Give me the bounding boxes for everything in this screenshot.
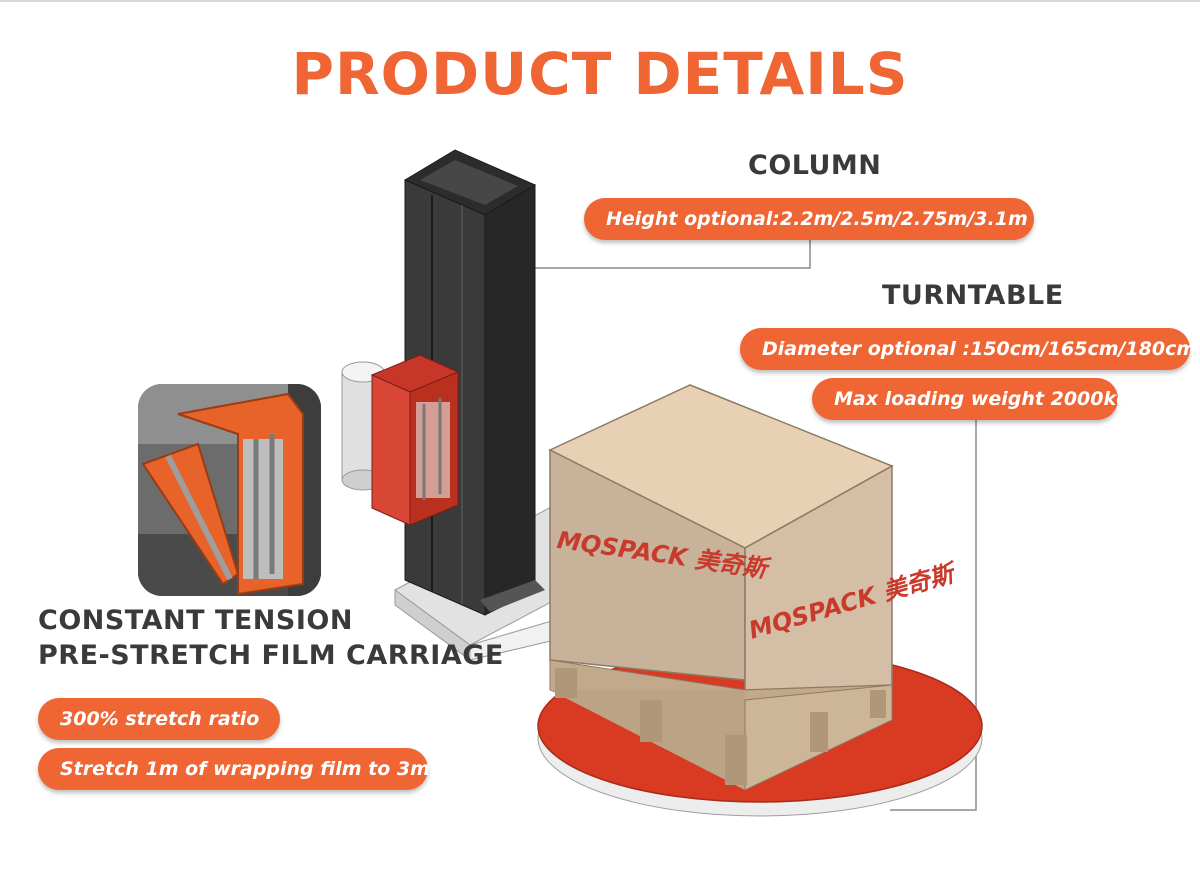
column-spec-height: Height optional:2.2m/2.5m/2.75m/3.1m	[584, 198, 1034, 240]
carriage-spec-stretch-length: Stretch 1m of wrapping film to 3m	[38, 748, 430, 790]
carriage-heading-line2: PRE-STRETCH FILM CARRIAGE	[38, 640, 504, 671]
carriage-heading-line1: CONSTANT TENSION	[38, 605, 353, 636]
turntable-heading: TURNTABLE	[882, 280, 1064, 311]
carriage-photo-drawing	[138, 384, 321, 596]
turntable-spec-diameter: Diameter optional :150cm/165cm/180cm	[740, 328, 1196, 370]
turntable-spec-weight: Max loading weight 2000kg	[812, 378, 1130, 420]
column-callout-line	[535, 240, 811, 269]
top-divider	[0, 0, 1200, 2]
turntable-callout-line	[890, 420, 977, 811]
loaded-box	[548, 384, 894, 791]
film-carriage	[370, 354, 460, 526]
column-heading: COLUMN	[748, 150, 882, 181]
carriage-detail-photo	[138, 384, 321, 596]
carriage-spec-stretch-ratio: 300% stretch ratio	[38, 698, 280, 740]
page-title: PRODUCT DETAILS	[291, 40, 909, 108]
